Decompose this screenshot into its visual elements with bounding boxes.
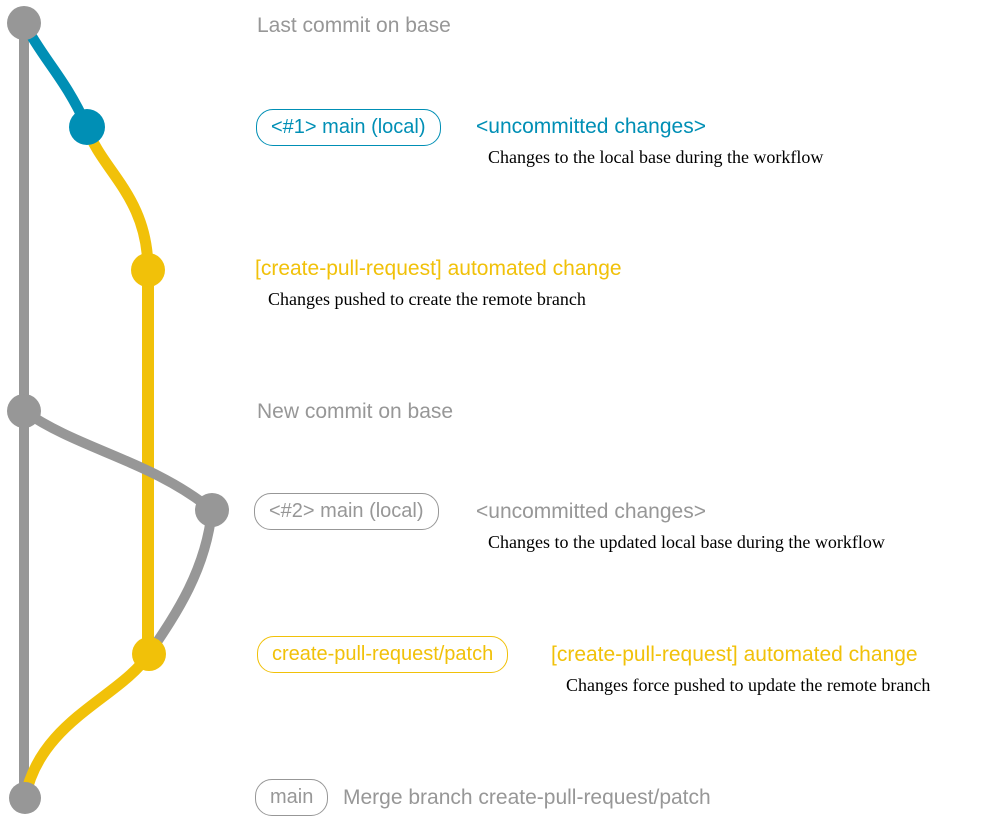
commit-node-patch-1 [131, 253, 165, 287]
annotation-note-local-2: Changes to the updated local base during… [488, 532, 885, 552]
commit-node-patch-2 [132, 637, 166, 671]
commit-node-new-base [7, 394, 41, 428]
commit-message-last-base: Last commit on base [257, 14, 451, 37]
commit-message-automated-1: [create-pull-request] automated change [255, 257, 622, 280]
local2-to-patch-curve [144, 505, 217, 659]
local-branch-curve [18, 17, 93, 133]
merge-branch-curve [19, 648, 155, 804]
patch-branch-out-curve [81, 121, 154, 276]
commit-message-new-base: New commit on base [257, 400, 454, 423]
commit-message-uncommitted-1: <uncommitted changes> [476, 115, 706, 138]
commit-node-merge [9, 782, 41, 814]
annotation-note-force-pushed: Changes force pushed to update the remot… [566, 675, 931, 695]
branch-label-main: main [255, 779, 329, 816]
branch-label-main-local-1: <#1> main (local) [256, 109, 441, 146]
commit-node-local-2 [195, 493, 229, 527]
commit-message-uncommitted-2: <uncommitted changes> [476, 500, 706, 523]
branch-label-main-local-2: <#2> main (local) [254, 493, 439, 530]
commit-node-local-1 [69, 109, 105, 145]
annotation-note-pushed: Changes pushed to create the remote bran… [268, 289, 586, 309]
branch-label-patch: create-pull-request/patch [257, 636, 509, 673]
commit-message-automated-2: [create-pull-request] automated change [551, 643, 918, 666]
base-to-local2-curve [19, 406, 217, 515]
commit-message-merge: Merge branch create-pull-request/patch [343, 786, 711, 809]
commit-node-last-base [7, 6, 41, 40]
annotation-note-local-1: Changes to the local base during the wor… [488, 147, 824, 167]
